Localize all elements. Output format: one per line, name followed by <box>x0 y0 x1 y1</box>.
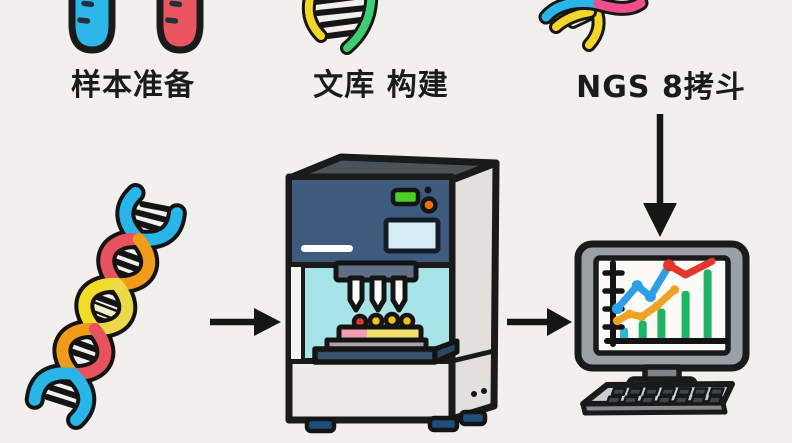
keyboard-key <box>656 395 673 405</box>
sample-plate <box>312 311 460 365</box>
chart-bar <box>638 320 647 341</box>
well-yellow <box>383 311 401 329</box>
chart-bar <box>703 269 712 341</box>
ladder-rail-yellow <box>304 0 325 40</box>
fragment-strand-pink <box>593 0 646 13</box>
orange-line-marker <box>612 316 622 326</box>
keyboard-key <box>627 387 644 396</box>
keyboard-key <box>639 395 656 405</box>
keyboard-key <box>672 395 690 405</box>
keyboard-key <box>708 387 725 396</box>
keyboard-key <box>643 387 660 396</box>
tube-red-marks <box>165 0 183 24</box>
analysis-chart <box>602 257 729 347</box>
side-vent-dot <box>471 391 477 397</box>
arrow-down-icon <box>643 114 677 237</box>
blue-line-marker <box>631 280 643 292</box>
arrow-right-icon <box>210 308 281 336</box>
fragment-strand-yellow <box>585 6 603 49</box>
analysis-monitor <box>574 240 750 416</box>
keyboard-key <box>605 395 622 405</box>
chart-bar <box>657 308 666 341</box>
pipette-nozzles-icon <box>347 275 408 313</box>
analysis-chart-series <box>620 269 712 341</box>
dna-ladder-icon <box>301 0 379 55</box>
keyboard-key <box>622 395 639 405</box>
helix-strand-colors <box>28 187 183 426</box>
keyboard-key <box>689 395 706 405</box>
panel-dot <box>424 186 432 194</box>
step-label-library-construction: 文库 构建 <box>313 68 448 103</box>
keyboard-key <box>610 387 627 396</box>
keyboard-key <box>675 387 693 396</box>
arrow-right-icon <box>507 308 572 336</box>
step-label-ngs-data: NGS 8拷斗 <box>576 70 746 105</box>
blue-line-marker <box>644 290 656 302</box>
test-tubes-icon <box>68 0 204 54</box>
power-button <box>420 196 438 214</box>
keyboard-keys <box>605 387 725 405</box>
machine-slot <box>301 245 353 252</box>
test-tube-blue <box>68 0 116 54</box>
chart-bar <box>681 291 690 341</box>
chart-bar <box>620 327 628 341</box>
blue-line-marker <box>611 303 623 315</box>
orange-line-marker <box>637 312 647 322</box>
orange-line-marker <box>625 309 634 319</box>
orange-line-marker <box>652 301 662 311</box>
test-tube-red <box>156 0 204 54</box>
keyboard-icon <box>580 381 735 416</box>
status-light-icon <box>390 187 421 207</box>
analysis-chart-lines <box>611 257 716 326</box>
machine-display <box>383 217 441 254</box>
side-vent-dot <box>481 388 487 394</box>
orange-line-marker <box>670 285 680 295</box>
keyboard-key <box>692 387 709 396</box>
blue-line <box>613 261 673 313</box>
red-line-marker <box>663 259 676 272</box>
ladder-rail-green <box>343 0 376 52</box>
red-line <box>665 257 716 279</box>
step-label-sample-prep: 样本准备 <box>71 68 195 103</box>
machine-side <box>448 159 500 423</box>
keyboard-key <box>659 387 676 396</box>
dna-fragment-icon <box>538 0 649 52</box>
dna-double-helix-icon <box>24 183 187 430</box>
machine-feet <box>304 409 488 434</box>
tube-blue-marks <box>77 0 95 24</box>
plate-stage <box>312 346 438 365</box>
sequencer-machine <box>285 153 500 434</box>
fragment-strand-blue <box>541 0 603 22</box>
chamber-post <box>287 263 305 363</box>
chart-axes <box>602 260 729 347</box>
keyboard-key <box>706 395 723 405</box>
